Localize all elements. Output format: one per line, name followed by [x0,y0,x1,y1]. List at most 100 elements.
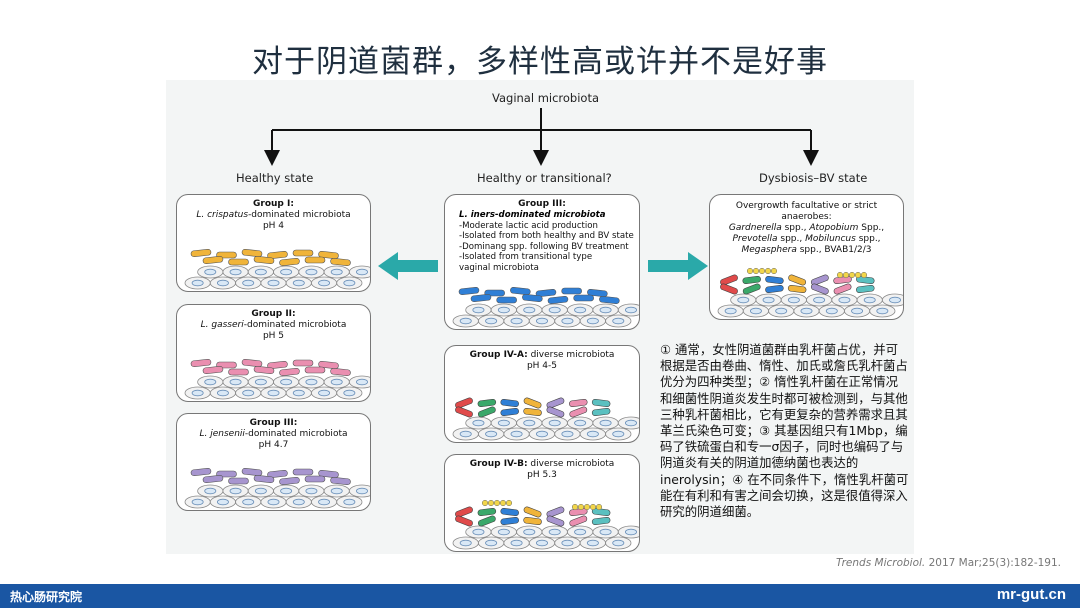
coccus [493,499,501,507]
bacterium [253,365,275,375]
group-ii-title: Group II: [251,309,296,319]
cell-nucleus [813,296,826,304]
right-teal-arrow [648,252,708,280]
group-i-desc: L. crispatus-dominated microbiota [196,210,351,220]
cell-nucleus [523,306,536,314]
cell-nucleus [216,389,229,397]
group-iii-healthy-desc: L. jensenii-dominated microbiota [199,429,348,439]
bacterium [742,275,761,285]
cell-nucleus [612,539,625,547]
cell-nucleus [485,317,498,325]
group-iii-healthy-title: Group III: [249,418,298,428]
bacterium [599,295,620,305]
group-ii-desc: L. gasseri-dominated microbiota [200,320,347,330]
cell-nucleus [305,487,318,495]
bacterium [500,507,519,517]
cell-nucleus [612,430,625,438]
coccus [848,271,856,279]
cell-nucleus [737,296,750,304]
root-label: Vaginal microbiota [492,91,600,105]
cell-nucleus [242,389,255,397]
bacterium [720,274,738,286]
footer-url: mr-gut.cn [996,586,1066,603]
bacterium [304,475,326,483]
cell-nucleus [510,317,523,325]
bacterium [569,515,588,527]
coccus [758,267,766,275]
cell-nucleus [561,430,574,438]
cell-nucleus [863,296,876,304]
bacterium [500,398,519,408]
bacterium [833,283,852,295]
cell-nucleus [267,279,280,287]
cell-nucleus [851,307,864,315]
coccus [583,503,591,511]
bacterium [190,467,212,477]
bacterium [787,284,807,294]
dysbiosis-box: Overgrowth facultative or strict anaerob… [709,194,904,320]
bacterium [546,515,565,527]
cell-nucleus [216,498,229,506]
bacterium [569,398,588,408]
cell-nucleus [749,307,762,315]
cell-nucleus [254,268,267,276]
microbiota-diagram: Vaginal microbiota Healthy state Healthy… [166,80,914,554]
tree-connectors [264,108,819,166]
bacterium [202,474,224,484]
coccus [499,499,507,507]
cell-nucleus [574,419,587,427]
cell-nucleus [724,307,737,315]
cell-nucleus [330,378,343,386]
cell-nucleus [536,317,548,325]
cell-nucleus [242,279,255,287]
bacterium [292,359,314,367]
cell-nucleus [254,378,267,386]
cell-nucleus [625,306,637,314]
bacterium [253,255,275,265]
cell-nucleus [191,498,204,506]
group-iii-iners-item-1: -Moderate lactic acid production [459,220,599,231]
group-ii-cells [184,358,370,400]
bacterium [292,468,314,476]
cell-nucleus [889,296,901,304]
cell-nucleus [204,378,217,386]
bacterium [292,249,314,257]
group-iii-iners-box: Group III: L. iners-dominated microbiota… [444,194,640,330]
cell-nucleus [548,306,561,314]
cell-nucleus [762,296,775,304]
coccus [589,503,597,511]
bacterium [267,469,288,479]
group-iii-iners-item-4: -Isolated from transitional type [459,252,593,263]
cell-nucleus [497,306,510,314]
cell-nucleus [305,268,318,276]
group-iii-healthy-ph: pH 4.7 [258,440,289,450]
cell-nucleus [343,498,356,506]
bacterium [496,296,517,304]
bacterium [318,250,339,260]
bacterium [267,360,288,370]
bacterium [458,286,480,296]
bacterium [569,507,588,517]
bacterium [523,407,542,417]
cell-nucleus [343,389,356,397]
cell-nucleus [625,419,637,427]
cell-nucleus [825,307,838,315]
dysbiosis-cells [717,267,903,318]
cell-nucleus [267,498,280,506]
bacterium [477,406,496,418]
cell-nucleus [318,279,331,287]
coccus [854,271,862,279]
cell-nucleus [330,487,343,495]
cell-nucleus [191,389,204,397]
cell-nucleus [356,378,368,386]
bacterium [546,506,565,518]
cell-nucleus [343,279,356,287]
group-ivb-cells [452,499,639,550]
group-iii-healthy-box: Group III: L. jensenii-dominated microbi… [176,413,371,511]
slide-title: 对于阴道菌群，多样性高或许并不是好事 [252,44,828,80]
branch-transitional-label: Healthy or transitional? [477,171,612,185]
group-ivb-box: Group IV-B: diverse microbiota pH 5.3 [444,454,640,552]
cell-nucleus [485,539,498,547]
bacterium [190,248,212,258]
cell-nucleus [204,268,217,276]
